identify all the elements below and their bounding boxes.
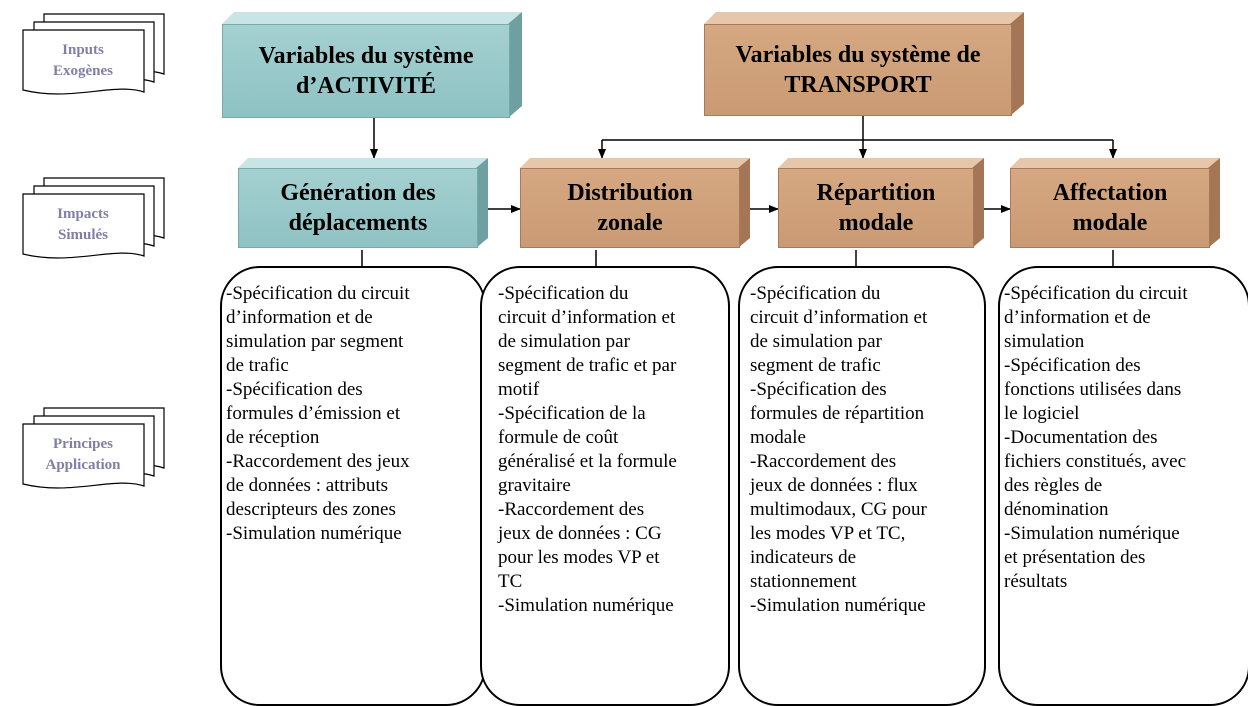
panel-line: modale [750,427,806,448]
panel-line: circuit d’information et [750,307,928,328]
document-stack-icon [22,177,165,259]
panel-line: fonctions utilisées dans [1004,379,1182,400]
panel-line: -Spécification des [1004,355,1141,376]
legend-principes-application: Principes Application [20,406,170,496]
document-stack-icon [22,13,165,95]
step-label-line: modale [1072,210,1148,236]
legend-line: Simulés [57,227,108,243]
box-title-line: Variables du système de [735,42,981,68]
activity-variables-box: Variables du système d’ACTIVITÉ [222,12,522,120]
panel-distribution: -Spécification du circuit d’information … [480,266,730,706]
panel-line: de simulation par [498,331,630,352]
legend-line: Exogènes [53,63,113,79]
panel-line: -Documentation des [1004,427,1158,448]
step-affectation: Affectation modale [1010,158,1220,250]
step-generation: Génération des déplacements [238,158,488,250]
panel-line: -Spécification du [498,283,629,304]
panel-line: jeux de données : flux [750,475,918,496]
panel-line: résultats [1004,571,1068,592]
box-title-line: TRANSPORT [784,72,932,98]
legend-impacts-simules: Impacts Simulés [20,176,170,266]
step-label-line: Répartition [816,180,936,206]
panel-line: jeux de données : CG [498,523,662,544]
panel-line: -Simulation numérique [750,595,926,616]
panel-line: segment de trafic et par [498,355,677,376]
panel-line: formule de coût [498,427,619,448]
panel-text: -Spécification du circuit d’information … [226,282,480,546]
panel-line: d’information et de [226,307,373,328]
panel-line: TC [498,571,523,592]
panel-line: descripteurs des zones [226,499,396,520]
panel-line: généralisé et la formule [498,451,677,472]
panel-line: segment de trafic [750,355,881,376]
panel-line: simulation [1004,331,1085,352]
panel-line: -Spécification des [750,379,887,400]
step-label-line: déplacements [288,210,428,236]
panel-line: de réception [226,427,320,448]
panel-line: des règles de [1004,475,1103,496]
panel-line: fichiers constitués, avec [1004,451,1187,472]
step-label-line: zonale [597,210,663,236]
legend-line: Principes [53,436,113,452]
document-stack-icon [22,407,165,489]
panel-line: -Simulation numérique [498,595,674,616]
legend-line: Application [45,457,121,473]
panel-line: -Spécification du circuit [226,283,410,304]
legend-line: Inputs [62,42,104,58]
step-label-line: Distribution [567,180,693,206]
panel-line: d’information et de [1004,307,1151,328]
panel-text: -Spécification du circuit d’information … [498,282,724,618]
step-label-line: modale [838,210,914,236]
panel-line: indicateurs de [750,547,857,568]
panel-line: formules d’émission et [226,403,401,424]
panel-line: -Spécification de la [498,403,646,424]
panel-line: -Simulation numérique [1004,523,1180,544]
step-repartition: Répartition modale [778,158,984,250]
step-distribution: Distribution zonale [520,158,750,250]
panel-affectation: -Spécification du circuit d’information … [998,266,1248,706]
panel-line: simulation par segment [226,331,404,352]
panel-line: de simulation par [750,331,882,352]
panel-line: -Raccordement des jeux [226,451,410,472]
panel-line: circuit d’information et [498,307,676,328]
panel-line: les modes VP et TC, [750,523,906,544]
panel-generation: -Spécification du circuit d’information … [220,266,486,706]
panel-line: -Raccordement des [498,499,645,520]
panel-line: -Spécification du circuit [1004,283,1188,304]
panel-repartition: -Spécification du circuit d’information … [738,266,986,706]
panel-line: pour les modes VP et [498,547,660,568]
box-title-line: d’ACTIVITÉ [295,73,437,99]
panel-line: et présentation des [1004,547,1146,568]
panel-line: motif [498,379,540,400]
panel-line: de trafic [226,355,289,376]
panel-line: dénomination [1004,499,1109,520]
panel-line: -Raccordement des [750,451,897,472]
step-label-line: Affectation [1052,180,1168,206]
panel-line: formules de répartition [750,403,925,424]
panel-line: stationnement [750,571,857,592]
transport-variables-box: Variables du système de TRANSPORT [704,12,1024,118]
panel-text: -Spécification du circuit d’information … [1004,282,1244,594]
panel-line: -Spécification du [750,283,881,304]
panel-line: de données : attributs [226,475,388,496]
step-label-line: Génération des [280,180,436,206]
panel-text: -Spécification du circuit d’information … [750,282,980,618]
box-title-line: Variables du système [258,43,474,69]
panel-line: multimodaux, CG pour [750,499,927,520]
panel-line: le logiciel [1004,403,1080,424]
legend-inputs-exogenes: Inputs Exogènes [20,12,170,102]
panel-line: gravitaire [498,475,571,496]
panel-line: -Simulation numérique [226,523,402,544]
legend-line: Impacts [57,206,109,222]
panel-line: -Spécification des [226,379,363,400]
